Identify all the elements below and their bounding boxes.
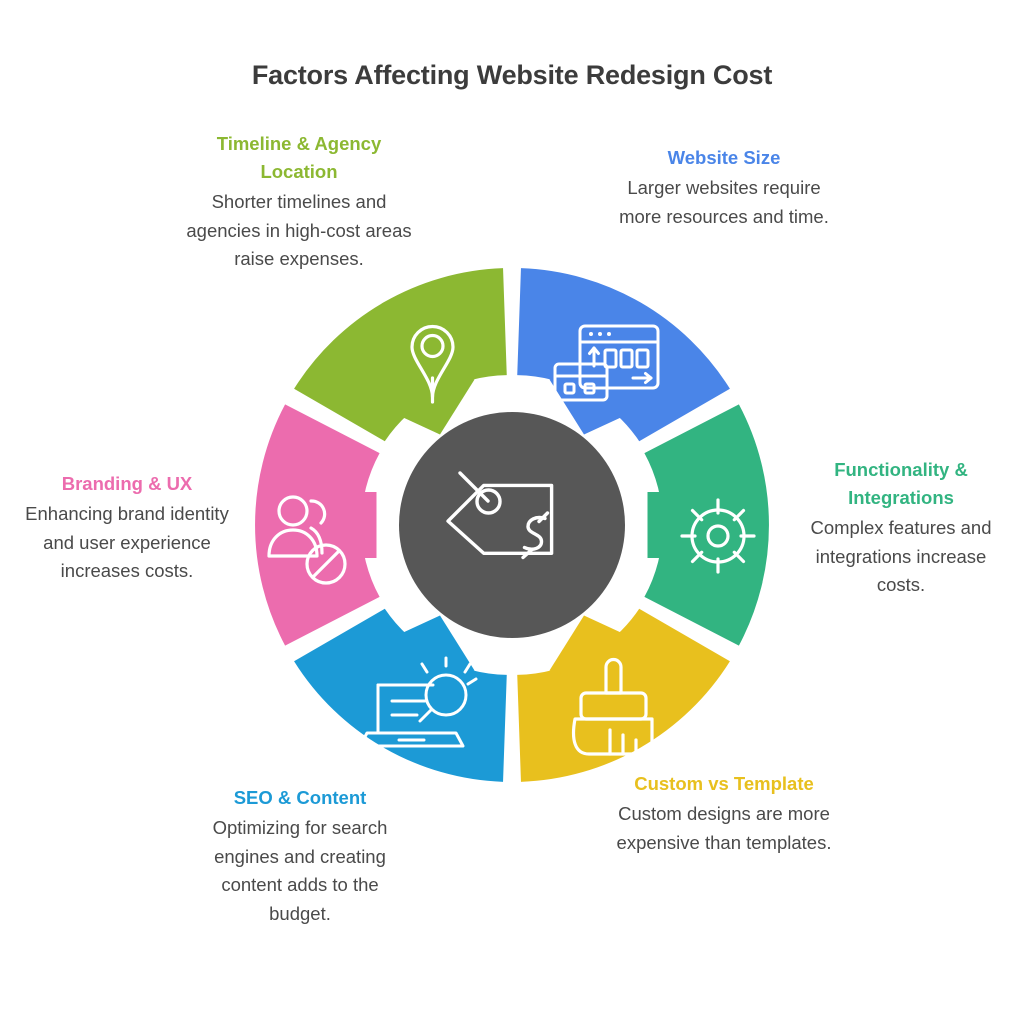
callout-title: SEO & Content	[233, 787, 367, 808]
gear-icon	[680, 498, 756, 574]
callout-seo-content: SEO & Content Optimizing for search engi…	[190, 784, 410, 928]
callout-custom-template: Custom vs Template Custom designs are mo…	[616, 770, 832, 857]
laptop-search-icon	[358, 656, 478, 748]
callout-title: Timeline & Agency Location	[216, 133, 382, 183]
callout-title: Functionality & Integrations	[834, 459, 968, 509]
callout-body: Custom designs are more expensive than t…	[616, 803, 832, 853]
segment-timeline-location[interactable]	[294, 268, 507, 442]
segment-seo-content[interactable]	[294, 608, 507, 782]
callout-branding-ux: Branding & UX Enhancing brand identity a…	[14, 470, 240, 586]
segment-custom-template[interactable]	[517, 608, 730, 782]
callout-body: Optimizing for search engines and creati…	[212, 817, 388, 924]
callout-functionality: Functionality & Integrations Complex fea…	[790, 456, 1012, 600]
callout-body: Larger websites require more resources a…	[619, 177, 829, 227]
donut-wheel-diagram	[255, 268, 769, 782]
segment-website-size[interactable]	[517, 268, 730, 442]
segment-branding-ux[interactable]	[255, 404, 380, 646]
callout-body: Complex features and integrations increa…	[810, 517, 992, 596]
callout-website-size: Website Size Larger websites require mor…	[616, 144, 832, 231]
callout-title: Website Size	[667, 147, 781, 168]
page-title: Factors Affecting Website Redesign Cost	[251, 60, 773, 90]
map-pin-icon	[410, 324, 455, 404]
callout-body: Shorter timelines and agencies in high-c…	[186, 191, 412, 270]
callout-title: Branding & UX	[61, 473, 193, 494]
browser-resize-icon	[553, 324, 660, 402]
callout-title: Custom vs Template	[634, 773, 814, 794]
callout-body: Enhancing brand identity and user experi…	[25, 503, 229, 582]
callout-timeline-location: Timeline & Agency Location Shorter timel…	[186, 130, 412, 274]
center-circle	[399, 412, 625, 638]
users-blocked-icon	[267, 495, 347, 585]
segment-functionality[interactable]	[644, 404, 769, 646]
paintbrush-icon	[571, 657, 654, 756]
price-tag-dollar-icon	[446, 471, 554, 560]
